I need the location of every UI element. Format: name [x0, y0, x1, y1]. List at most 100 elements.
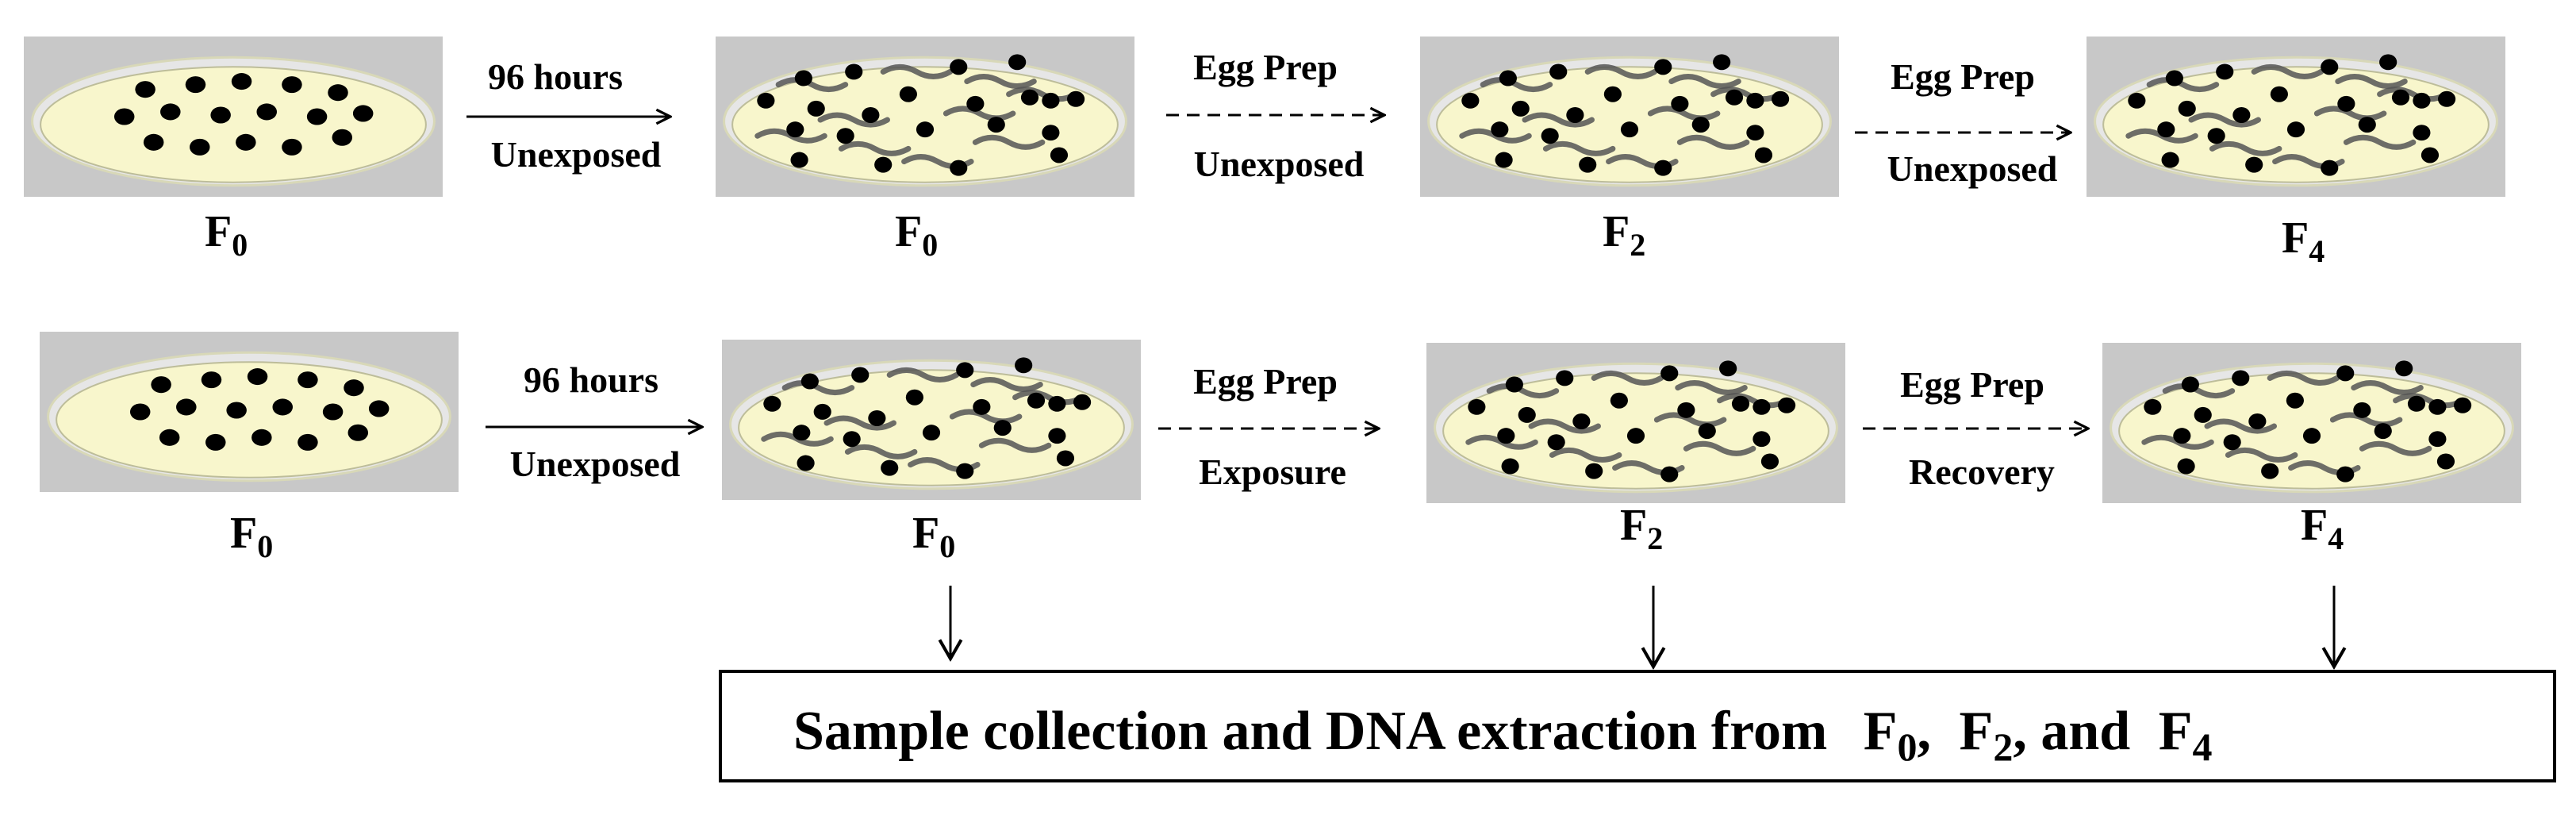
egg	[1626, 428, 1645, 444]
egg	[2395, 360, 2413, 377]
egg	[2173, 428, 2191, 444]
egg	[1050, 147, 1069, 163]
dish-label-r2-3: F2	[1620, 501, 1663, 556]
egg	[2177, 458, 2195, 475]
egg	[2436, 453, 2455, 470]
egg	[2128, 92, 2146, 109]
worm	[838, 140, 912, 156]
worm	[1542, 140, 1616, 156]
egg	[2181, 376, 2199, 393]
egg	[807, 100, 825, 117]
egg	[2321, 59, 2339, 75]
egg	[1008, 54, 1027, 71]
worm	[2267, 370, 2340, 386]
egg	[247, 368, 268, 386]
egg	[151, 376, 171, 394]
worm	[781, 380, 855, 396]
worm	[1710, 86, 1783, 102]
egg	[113, 108, 135, 125]
petri-dish-r2-4	[2102, 343, 2521, 503]
egg	[2353, 402, 2371, 418]
egg	[1713, 54, 1731, 71]
egg	[2428, 431, 2447, 448]
worm	[2209, 140, 2282, 156]
egg	[2321, 160, 2339, 176]
egg	[1020, 89, 1039, 106]
egg	[905, 389, 923, 406]
egg	[1027, 392, 1046, 409]
arrow-label-bottom: Unexposed	[510, 444, 681, 484]
egg	[2428, 398, 2447, 415]
egg	[1042, 125, 1060, 141]
worm	[2188, 112, 2261, 128]
egg	[1461, 92, 1480, 109]
egg	[344, 379, 364, 397]
sample-collection-box: Sample collection and DNA extraction fro…	[719, 670, 2556, 782]
egg	[2286, 392, 2304, 409]
egg	[1719, 360, 1737, 377]
arrow-label-top: 96 hours	[488, 56, 623, 97]
egg	[793, 425, 811, 441]
dish-label-r1-2: F0	[895, 207, 938, 263]
egg	[205, 433, 226, 451]
egg	[1511, 100, 1530, 117]
worm	[1480, 77, 1553, 93]
petri-dish-r2-3	[1426, 343, 1845, 503]
egg	[2207, 128, 2225, 144]
egg	[1725, 89, 1744, 106]
egg	[2216, 63, 2234, 80]
egg	[2157, 121, 2175, 138]
egg	[322, 403, 344, 421]
egg	[993, 420, 1012, 436]
egg	[1585, 463, 1603, 479]
egg	[1066, 90, 1085, 107]
arrow-r2-3: Egg Prep Recovery	[1863, 364, 2088, 492]
egg	[1746, 125, 1764, 141]
arrow-r1-1: 96 hours Unexposed	[466, 56, 670, 175]
worm	[844, 444, 918, 459]
egg	[1610, 392, 1628, 409]
petri-dish-r1-3	[1420, 37, 1839, 197]
egg	[160, 103, 181, 121]
egg	[2245, 156, 2263, 173]
egg	[2270, 86, 2288, 102]
egg	[1754, 147, 1773, 163]
egg	[1042, 92, 1060, 109]
egg	[1495, 152, 1513, 168]
worm	[1549, 447, 1622, 463]
egg	[135, 81, 155, 98]
egg	[1549, 63, 1568, 80]
egg	[176, 398, 197, 416]
egg	[1491, 121, 1509, 138]
egg	[973, 398, 991, 415]
egg	[1603, 86, 1622, 102]
egg	[2261, 463, 2279, 479]
petri-dish-r1-1	[24, 37, 443, 197]
egg	[2178, 100, 2196, 117]
egg	[2421, 147, 2440, 163]
egg	[1056, 450, 1075, 467]
worm	[2225, 447, 2298, 463]
egg	[1660, 466, 1679, 482]
egg	[2453, 397, 2472, 413]
arrow-r1-2: Egg Prep Unexposed	[1166, 47, 1384, 184]
egg	[2407, 395, 2426, 412]
egg	[1677, 402, 1695, 418]
worm	[2204, 418, 2277, 434]
sample-box-frame	[719, 670, 2556, 782]
egg	[347, 424, 369, 441]
arrow-r2-1: 96 hours Unexposed	[486, 359, 702, 484]
egg	[251, 429, 272, 446]
egg	[797, 455, 815, 471]
worm	[880, 63, 954, 79]
egg	[1579, 156, 1597, 173]
egg	[1499, 70, 1517, 86]
egg	[1048, 428, 1066, 444]
egg	[210, 106, 231, 124]
egg	[306, 108, 328, 125]
worm	[2146, 77, 2220, 93]
arrow-label-bottom: Unexposed	[1887, 148, 2058, 189]
egg	[1753, 398, 1771, 415]
worm	[2251, 63, 2325, 79]
